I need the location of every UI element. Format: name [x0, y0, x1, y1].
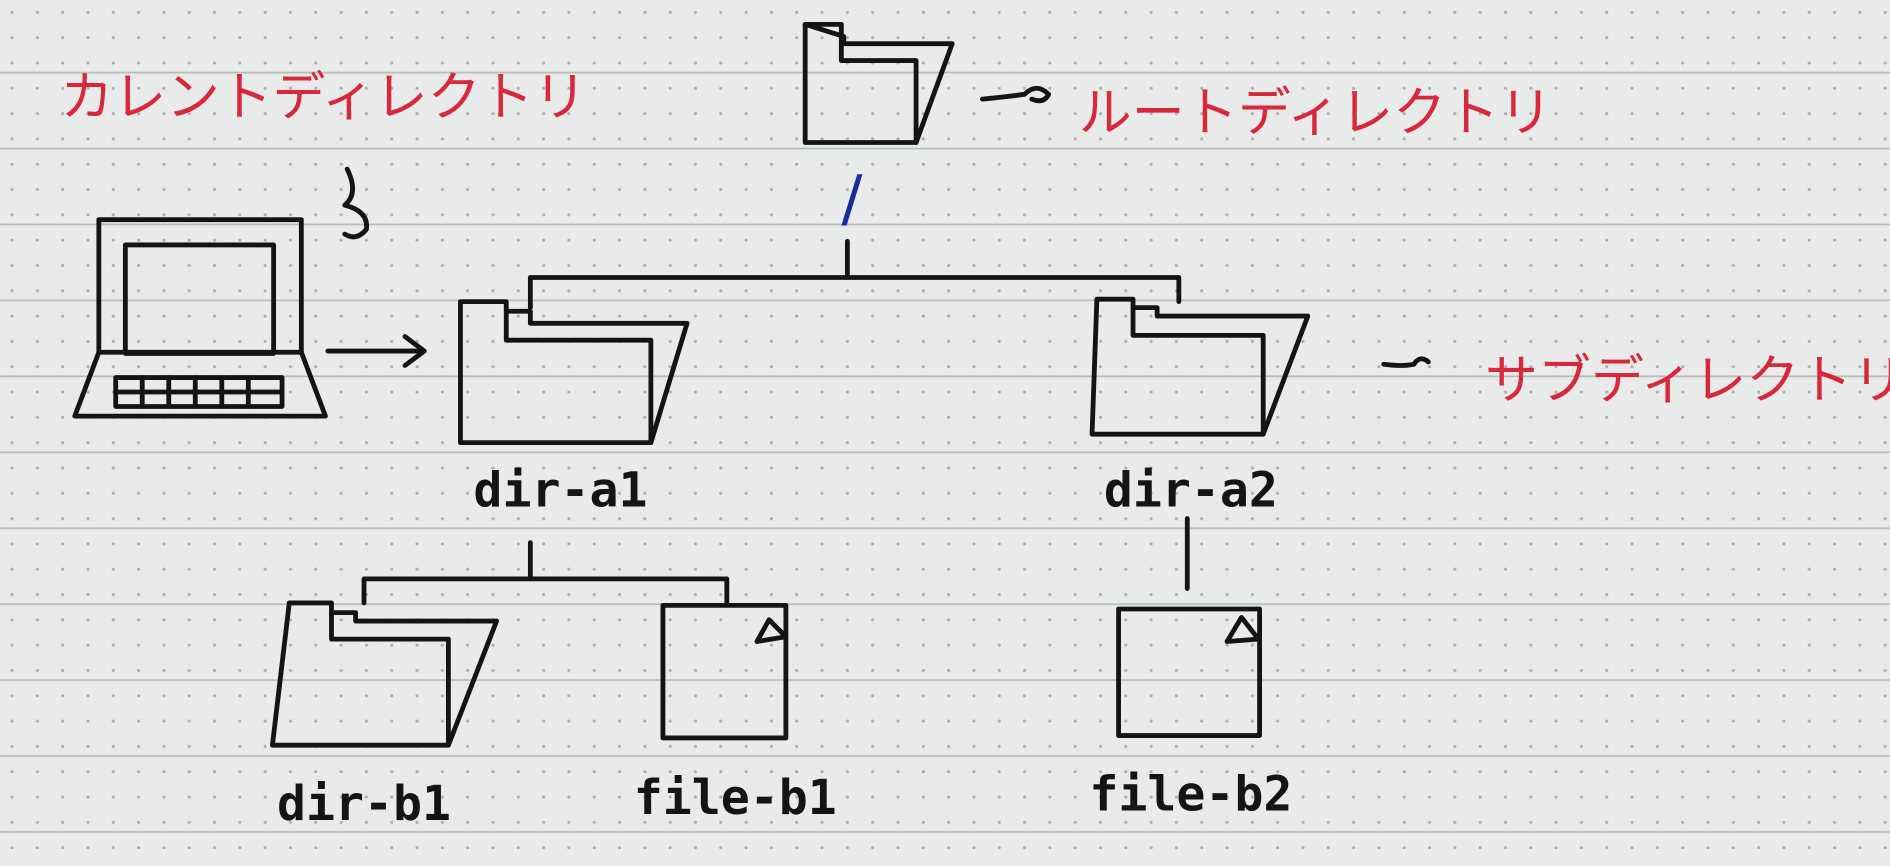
dir-a1-folder-icon [458, 299, 690, 446]
dir-a1-label: dir-a1 [473, 463, 647, 519]
file-b1-label: file-b1 [634, 770, 837, 826]
root-directory-label: ルートディレクトリ [1079, 81, 1552, 143]
dir-a2-label: dir-a2 [1104, 463, 1278, 519]
sub-directory-label: サブディレクトリ [1485, 349, 1890, 411]
dir-a2-folder-icon [1089, 296, 1311, 437]
dir-a1-connector [361, 540, 730, 606]
file-b2-file-icon [1116, 606, 1263, 738]
file-b1-file-icon [660, 602, 789, 741]
dir-b1-label: dir-b1 [277, 776, 451, 832]
root-folder-icon [802, 21, 955, 145]
root-slash-label: / [841, 162, 863, 235]
arrow-right-icon [325, 334, 427, 368]
pointer-tilde [1381, 356, 1431, 368]
current-directory-label: カレントディレクトリ [60, 66, 586, 128]
file-b2-label: file-b2 [1089, 766, 1292, 822]
pointer-tilde [979, 85, 1052, 104]
dir-b1-folder-icon [270, 600, 500, 748]
laptop-icon [72, 217, 328, 419]
root-connector [527, 238, 1182, 311]
pointer-curl [342, 166, 370, 240]
